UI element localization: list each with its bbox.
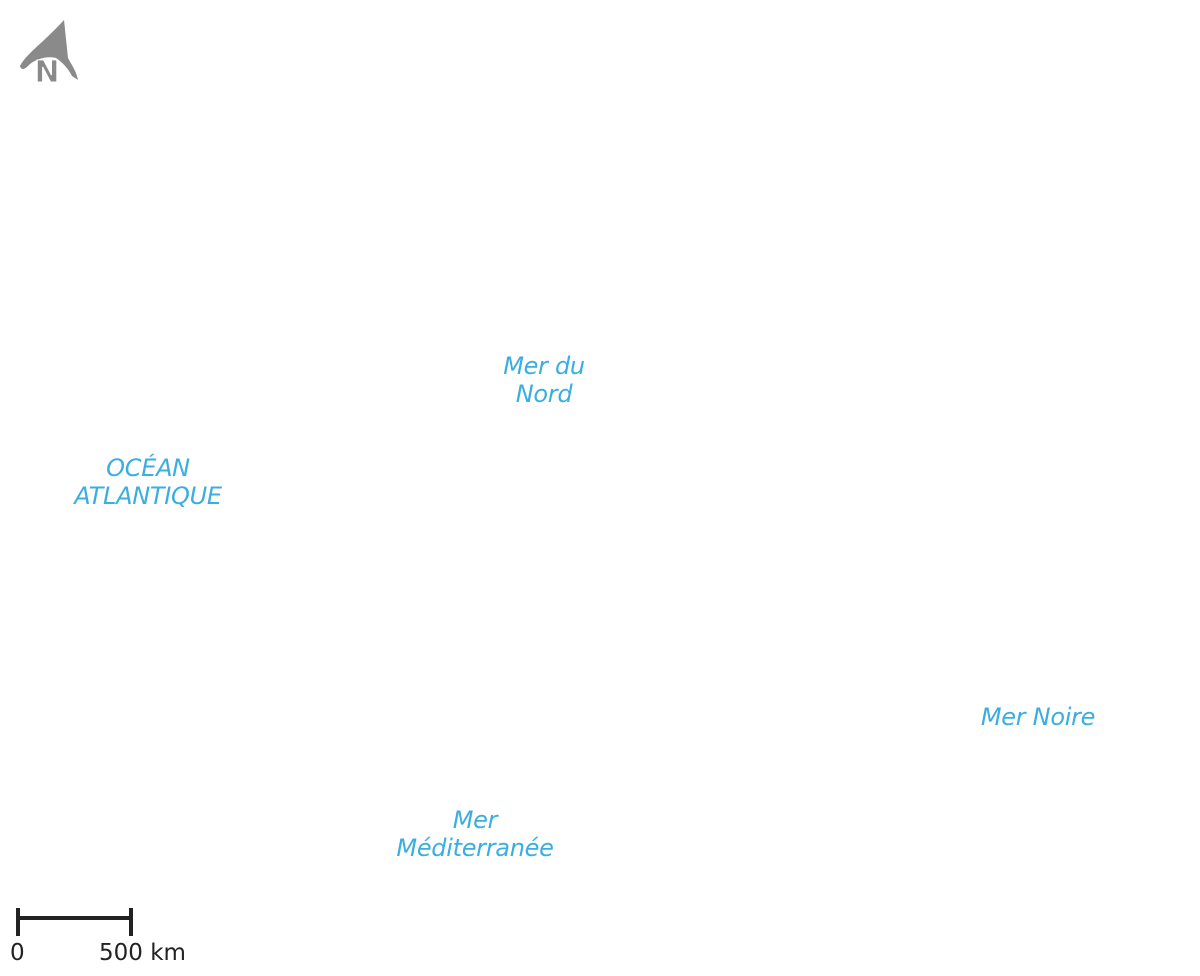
atlantic-ocean-label-line1: OCÉAN — [106, 454, 190, 482]
mediterranean-sea-label-line2: Méditerranée — [396, 834, 554, 862]
north-arrow-icon: N — [20, 20, 78, 88]
north-sea-label-line2: Nord — [515, 380, 573, 408]
scale-bar — [16, 908, 133, 936]
mediterranean-sea-label: Mer Méditerranée — [385, 806, 565, 862]
north-sea-label-line1: Mer du — [503, 352, 585, 380]
north-sea-label: Mer du Nord — [494, 352, 594, 408]
scale-start-label: 0 — [10, 940, 25, 966]
black-sea-label-line1: Mer Noire — [980, 703, 1096, 731]
black-sea-label: Mer Noire — [968, 703, 1108, 731]
atlantic-ocean-label: OCÉAN ATLANTIQUE — [68, 454, 228, 510]
north-arrow-letter: N — [34, 55, 59, 88]
mediterranean-sea-label-line1: Mer — [452, 806, 498, 834]
scale-end-label: 500 km — [99, 940, 186, 966]
atlantic-ocean-label-line2: ATLANTIQUE — [74, 482, 222, 510]
